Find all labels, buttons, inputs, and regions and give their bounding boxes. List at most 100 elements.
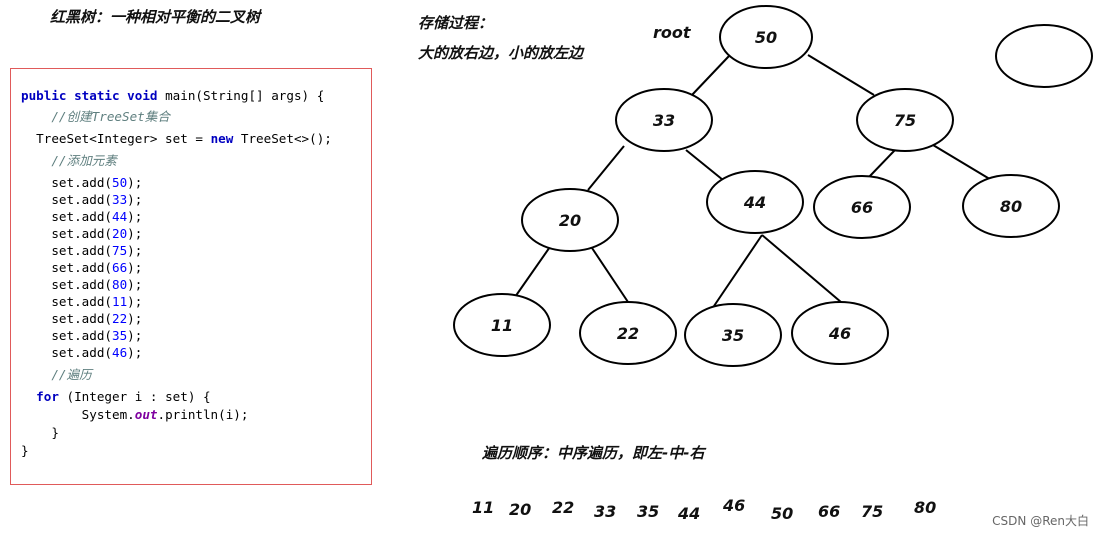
traversal-item: 33 <box>594 502 617 521</box>
tree-node-label-44: 44 <box>743 193 766 212</box>
code-token: public static void <box>21 88 158 103</box>
code-token: ); <box>127 260 143 275</box>
tree-edge-50-75 <box>807 54 875 96</box>
traversal-item: 35 <box>637 502 660 521</box>
code-token: ); <box>127 175 143 190</box>
code-block: public static void main(String[] args) {… <box>10 68 372 485</box>
code-line: System.out.println(i); <box>21 407 249 423</box>
tree-node-label-80: 80 <box>1000 197 1022 216</box>
tree-node-label-33: 33 <box>653 111 675 130</box>
code-token: 35 <box>112 328 128 343</box>
tree-node-empty <box>995 24 1093 88</box>
tree-edge-75-66 <box>868 149 896 178</box>
traversal-item: 75 <box>861 502 884 521</box>
code-token: TreeSet<>(); <box>233 131 332 146</box>
code-line: for (Integer i : set) { <box>21 389 211 405</box>
code-token: 75 <box>112 243 128 258</box>
code-line: set.add(11); <box>21 294 142 310</box>
code-line: set.add(33); <box>21 192 142 208</box>
tree-node-label-20: 20 <box>559 211 581 230</box>
code-line: } <box>21 443 29 459</box>
code-line: set.add(44); <box>21 209 142 225</box>
tree-edge-44-46 <box>761 234 849 309</box>
tree-edge-20-11 <box>514 243 553 298</box>
tree-edge-20-22 <box>589 244 631 306</box>
code-line: set.add(35); <box>21 328 142 344</box>
tree-node-33 <box>615 88 713 152</box>
tree-edge-44-35 <box>713 234 763 307</box>
code-token: 50 <box>112 175 128 190</box>
tree-node-label-50: 50 <box>755 28 777 47</box>
traversal-item: 66 <box>818 502 841 521</box>
code-line: set.add(66); <box>21 260 142 276</box>
code-line: set.add(50); <box>21 175 142 191</box>
code-token: set.add( <box>21 277 112 292</box>
code-token: } <box>21 425 59 440</box>
code-token: 33 <box>112 192 128 207</box>
code-token: 66 <box>112 260 128 275</box>
tree-node-label-35: 35 <box>722 326 744 345</box>
code-token: ); <box>127 311 143 326</box>
code-token: ); <box>127 328 143 343</box>
code-token: ); <box>127 209 143 224</box>
tree-node-11 <box>453 293 551 357</box>
tree-node-label-22: 22 <box>617 324 639 343</box>
code-token: ); <box>127 226 143 241</box>
traversal-item: 20 <box>509 500 532 519</box>
tree-node-label-11: 11 <box>491 316 513 335</box>
watermark: CSDN @Ren大白 <box>992 514 1089 528</box>
code-line: set.add(80); <box>21 277 142 293</box>
traversal-note: 遍历顺序：中序遍历，即左-中-右 <box>482 444 705 462</box>
code-token: TreeSet<Integer> set = <box>21 131 211 146</box>
code-token: ); <box>127 243 143 258</box>
code-token: 46 <box>112 345 128 360</box>
code-line: //创建TreeSet集合 <box>21 109 170 125</box>
code-token: 44 <box>112 209 128 224</box>
tree-node-75 <box>856 88 954 152</box>
code-line: set.add(20); <box>21 226 142 242</box>
tree-node-22 <box>579 301 677 365</box>
tree-node-46 <box>791 301 889 365</box>
code-token: out <box>134 407 158 422</box>
code-token: set.add( <box>21 328 112 343</box>
code-line: } <box>21 425 59 441</box>
root-label: root <box>653 23 692 42</box>
code-token: } <box>21 443 29 458</box>
code-line: set.add(22); <box>21 311 142 327</box>
traversal-item: 11 <box>472 498 495 517</box>
code-token: 80 <box>112 277 128 292</box>
tree-node-35 <box>684 303 782 367</box>
traversal-item: 22 <box>552 498 575 517</box>
tree-node-20 <box>521 188 619 252</box>
code-token: set.add( <box>21 192 112 207</box>
code-token: //遍历 <box>21 367 92 382</box>
code-token: set.add( <box>21 294 112 309</box>
code-line: public static void main(String[] args) { <box>21 88 324 104</box>
code-token: main(String[] args) { <box>157 88 325 103</box>
tree-edge-33-20 <box>587 145 625 191</box>
code-token: set.add( <box>21 345 112 360</box>
code-token: set.add( <box>21 226 112 241</box>
code-token: ); <box>127 294 143 309</box>
code-token: set.add( <box>21 260 112 275</box>
tree-node-80 <box>962 174 1060 238</box>
tree-node-50 <box>719 5 813 69</box>
code-token: //添加元素 <box>21 153 117 168</box>
tree-edge-33-44 <box>685 149 724 181</box>
traversal-item: 80 <box>914 498 937 517</box>
tree-edge-75-80 <box>932 144 994 182</box>
code-line: set.add(46); <box>21 345 142 361</box>
code-token: 11 <box>112 294 128 309</box>
tree-node-label-75: 75 <box>894 111 916 130</box>
page-title: 红黑树：一种相对平衡的二叉树 <box>50 8 261 26</box>
code-token: (Integer i : set) { <box>58 389 211 404</box>
code-token: new <box>210 131 234 146</box>
traversal-item: 46 <box>723 496 746 515</box>
tree-node-66 <box>813 175 911 239</box>
code-line: //遍历 <box>21 367 92 383</box>
code-token: for <box>36 389 59 404</box>
code-token: ); <box>127 277 143 292</box>
code-token: set.add( <box>21 209 112 224</box>
tree-node-label-46: 46 <box>828 324 851 343</box>
